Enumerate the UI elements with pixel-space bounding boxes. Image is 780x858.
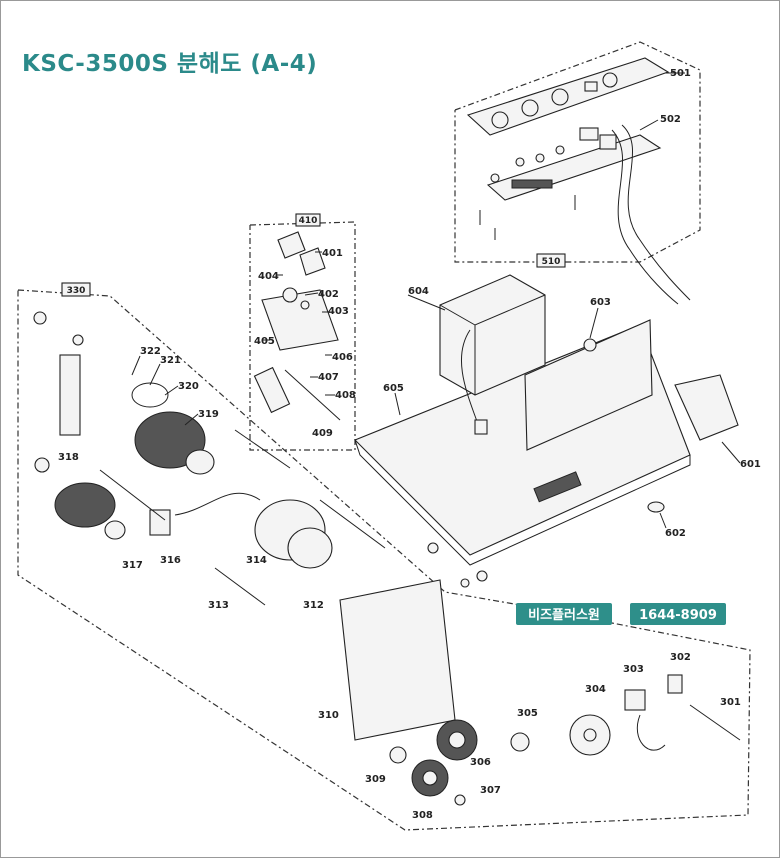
label-314: 314 — [246, 555, 267, 566]
label-305: 305 — [517, 708, 538, 719]
label-604: 604 — [408, 286, 429, 297]
group-410-label: 410 — [299, 216, 318, 226]
label-407: 407 — [318, 372, 339, 383]
label-405: 405 — [254, 336, 275, 347]
chassis-assembly: 604 603 605 601 602 — [354, 274, 761, 588]
label-502: 502 — [660, 114, 681, 125]
label-603: 603 — [590, 297, 611, 308]
label-304: 304 — [585, 684, 606, 695]
label-406: 406 — [332, 352, 353, 363]
label-601: 601 — [740, 459, 761, 470]
label-605: 605 — [383, 383, 404, 394]
group-510-assembly: 510 501 502 — [454, 41, 701, 305]
label-313: 313 — [208, 600, 229, 611]
group-330-label-box — [61, 282, 91, 297]
label-322: 322 — [140, 346, 161, 357]
label-316: 316 — [160, 555, 181, 566]
phone-number: 1644-8909 — [639, 608, 717, 623]
label-403: 403 — [328, 306, 349, 317]
label-409: 409 — [312, 428, 333, 439]
label-302: 302 — [670, 652, 691, 663]
label-307: 307 — [480, 785, 501, 796]
group-510-label: 510 — [542, 257, 561, 267]
label-317: 317 — [122, 560, 143, 571]
label-301: 301 — [720, 697, 741, 708]
page-title: KSC-3500S 분해도 (A-4) — [22, 51, 318, 77]
label-402: 402 — [318, 289, 339, 300]
group-410-label-box — [295, 213, 321, 227]
label-319: 319 — [198, 409, 219, 420]
group-330-label: 330 — [67, 286, 86, 296]
label-408: 408 — [335, 390, 356, 401]
label-312: 312 — [303, 600, 324, 611]
label-401: 401 — [322, 248, 343, 259]
group-410-assembly: 410 401 404 402 403 405 406 407 408 409 — [249, 213, 356, 451]
label-309: 309 — [365, 774, 386, 785]
company-name: 비즈플러스원 — [528, 607, 600, 623]
contact-banner: 비즈플러스원 1644-8909 — [516, 603, 726, 625]
label-602: 602 — [665, 528, 686, 539]
group-330-assembly: 330 — [17, 282, 751, 831]
label-404: 404 — [258, 271, 279, 282]
label-320: 320 — [178, 381, 199, 392]
label-310: 310 — [318, 710, 339, 721]
label-318: 318 — [58, 452, 79, 463]
company-badge — [516, 603, 612, 625]
label-321: 321 — [160, 355, 181, 366]
board-502 — [486, 134, 662, 201]
label-306: 306 — [470, 757, 491, 768]
label-308: 308 — [412, 810, 433, 821]
label-303: 303 — [623, 664, 644, 675]
group-510-label-box — [536, 253, 566, 268]
phone-badge — [630, 603, 726, 625]
label-501: 501 — [670, 68, 691, 79]
